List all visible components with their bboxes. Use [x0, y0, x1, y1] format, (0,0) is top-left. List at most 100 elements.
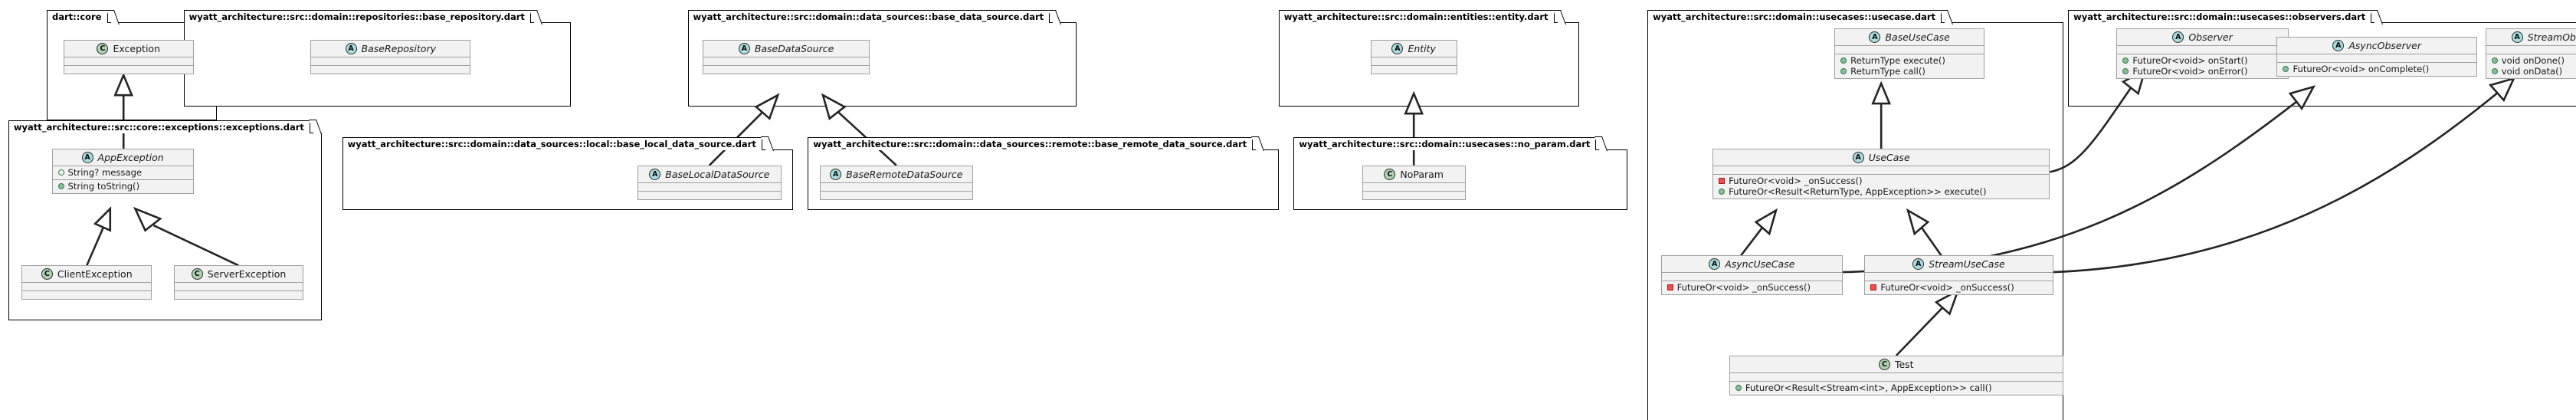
class-name: StreamObserver: [2527, 31, 2576, 44]
class-methods-section: FutureOr<void> _onSuccess(): [1865, 281, 2052, 294]
public-visibility-icon: [1735, 385, 1742, 392]
class-attributes-section: [821, 183, 972, 191]
class-method: FutureOr<void> _onSuccess(): [1865, 282, 2052, 293]
private-visibility-icon: [1870, 284, 1877, 291]
class-box-exception[interactable]: C Exception: [63, 40, 194, 75]
class-methods-section: FutureOr<void> _onSuccess()FutureOr<Resu…: [1713, 175, 2049, 199]
class-separator: [22, 282, 152, 284]
class-separator: [64, 65, 193, 67]
class-methods-section: FutureOr<void> _onSuccess(): [1662, 281, 1842, 294]
class-stereotype-icon: C: [97, 43, 109, 55]
member-label: void onDone(): [2501, 55, 2565, 67]
member-label: FutureOr<void> _onSuccess(): [1729, 175, 1863, 186]
class-methods-section: [64, 66, 193, 74]
class-method: String toString(): [53, 181, 193, 192]
class-method: FutureOr<Result<ReturnType, AppException…: [1713, 186, 2049, 197]
class-separator: [2486, 45, 2576, 47]
class-header: C NoParam: [1363, 166, 1465, 182]
class-box-noparam[interactable]: C NoParam: [1362, 165, 1466, 200]
member-label: FutureOr<void> onComplete(): [2293, 63, 2430, 74]
class-methods-section: [703, 66, 869, 74]
class-methods-section: [1363, 192, 1465, 199]
class-box-serverexception[interactable]: C ServerException: [173, 265, 304, 300]
class-name: AsyncObserver: [2348, 39, 2421, 51]
class-method: FutureOr<void> _onSuccess(): [1662, 282, 1842, 293]
abstract-stereotype-icon: A: [1869, 31, 1881, 44]
member-label: ReturnType call(): [1850, 66, 1925, 77]
class-header: C ServerException: [175, 266, 303, 282]
class-methods-section: void onDone()void onData(): [2486, 54, 2576, 78]
abstract-stereotype-icon: A: [2332, 39, 2345, 51]
class-attributes-section: [1865, 273, 2052, 281]
class-separator: [1661, 272, 1843, 274]
class-separator: [2277, 61, 2476, 63]
class-separator: [1362, 182, 1465, 183]
class-name: ServerException: [207, 268, 287, 281]
class-attribute: String? message: [53, 167, 193, 178]
class-attributes-section: [64, 57, 193, 65]
package-name-tab: dart::core: [46, 10, 108, 24]
class-name: UseCase: [1868, 151, 1910, 163]
class-name: BaseLocalDataSource: [665, 168, 770, 180]
class-name: NoParam: [1400, 168, 1444, 180]
class-attributes-section: [1730, 373, 2063, 381]
class-method: FutureOr<void> _onSuccess(): [1713, 176, 2049, 186]
class-methods-section: [1372, 66, 1457, 74]
public-visibility-icon: [57, 182, 64, 189]
class-box-streamobserver[interactable]: AStreamObservervoid onDone()void onData(…: [2485, 28, 2576, 80]
abstract-stereotype-icon: A: [1912, 258, 1925, 271]
class-name: Observer: [2188, 31, 2233, 44]
class-separator: [1835, 45, 1984, 47]
class-attributes-section: [1372, 57, 1457, 65]
class-method: ReturnType execute(): [1835, 55, 1984, 66]
class-methods-section: [821, 192, 972, 199]
package-name-tab: wyatt_architecture::src::domain::reposit…: [183, 10, 531, 24]
member-label: FutureOr<void> onStart(): [2132, 55, 2248, 67]
class-method: FutureOr<void> onError(): [2117, 66, 2287, 77]
class-name: Exception: [113, 43, 160, 55]
class-attributes-section: [2277, 54, 2476, 62]
class-stereotype-icon: C: [1384, 168, 1396, 180]
abstract-stereotype-icon: A: [81, 151, 93, 163]
class-stereotype-icon: C: [1878, 359, 1890, 371]
class-methods-section: ReturnType execute()ReturnType call(): [1835, 54, 1984, 78]
class-attributes-section: [638, 183, 780, 191]
public-visibility-icon: [57, 169, 64, 176]
class-stereotype-icon: C: [191, 268, 203, 281]
public-visibility-icon: [1719, 188, 1726, 195]
package-name-tab: wyatt_architecture::src::domain::entitie…: [1278, 10, 1555, 24]
class-separator: [1371, 65, 1457, 67]
member-label: ReturnType execute(): [1850, 55, 1945, 67]
class-methods-section: [175, 291, 303, 299]
member-label: FutureOr<void> onError(): [2132, 66, 2248, 77]
member-label: FutureOr<Result<ReturnType, AppException…: [1729, 185, 1987, 197]
public-visibility-icon: [2122, 57, 2129, 64]
class-method: FutureOr<Result<Stream<int>, AppExceptio…: [1730, 382, 2063, 393]
package-name-tab: wyatt_architecture::src::domain::data_so…: [342, 136, 762, 150]
class-separator: [703, 65, 869, 67]
class-attributes-section: [175, 283, 303, 290]
class-method: FutureOr<void> onComplete(): [2277, 64, 2476, 74]
class-attributes-section: [1713, 166, 2049, 174]
